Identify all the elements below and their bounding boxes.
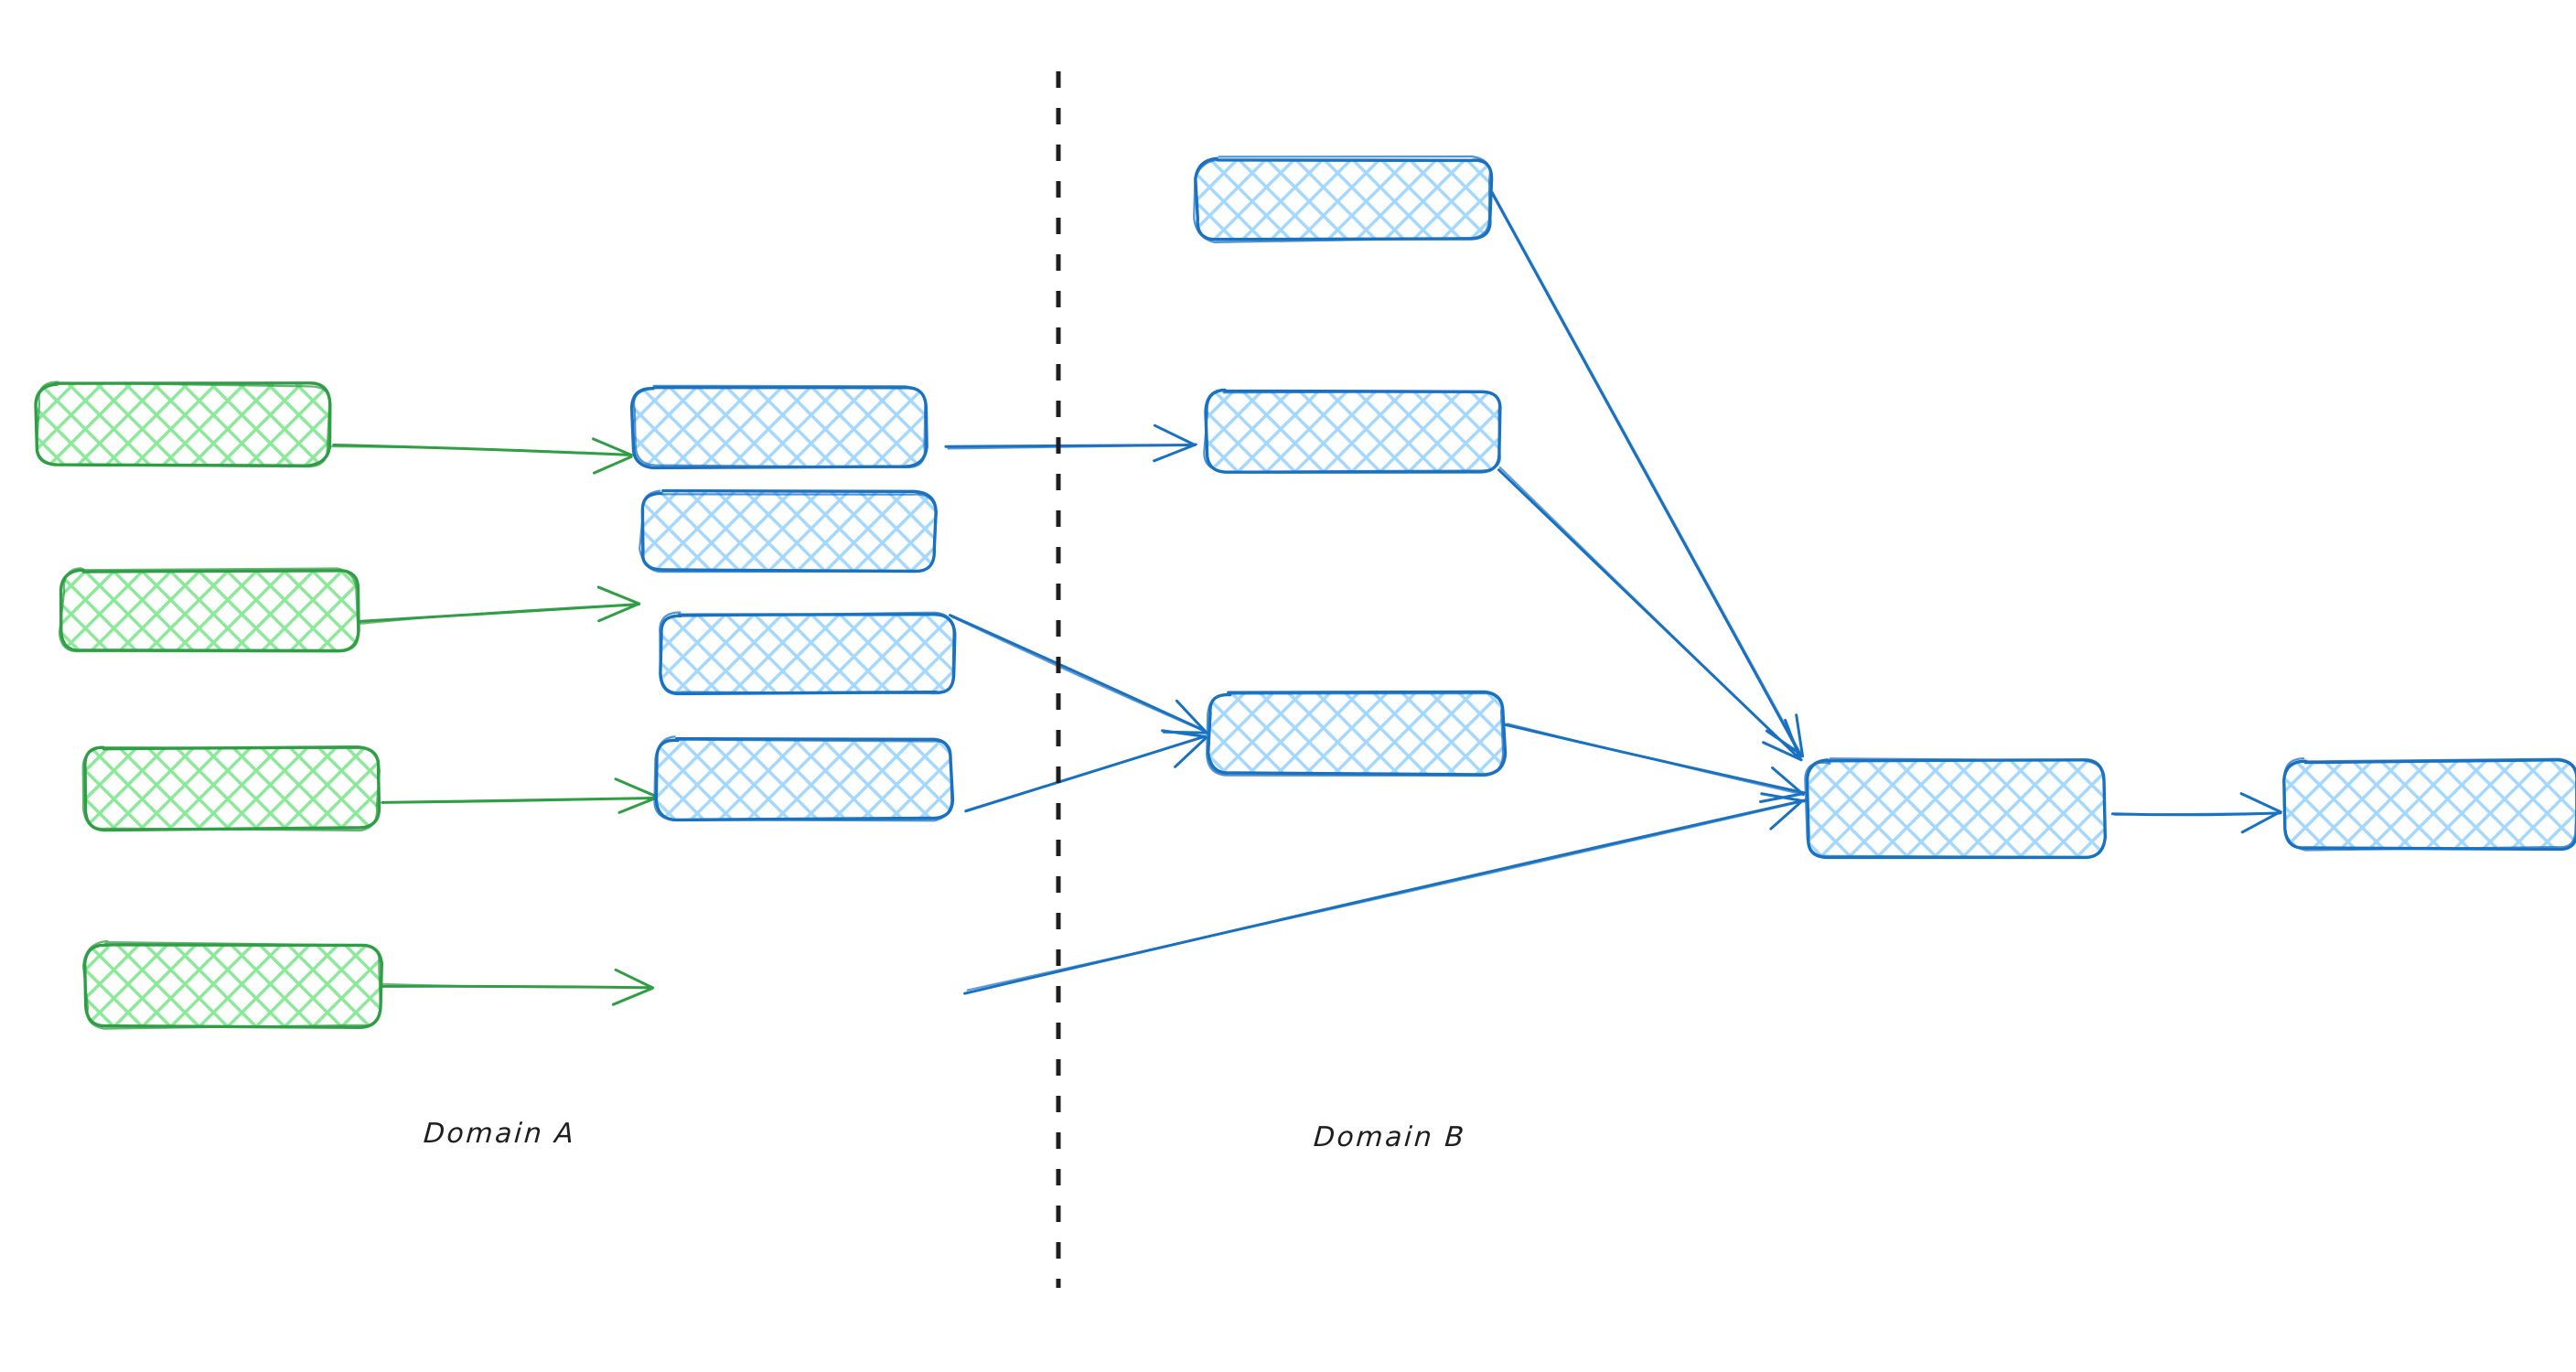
edge-line (357, 603, 641, 626)
edge-arrowhead (2240, 810, 2282, 834)
edge-line (966, 799, 1806, 991)
edge-arrowhead (1762, 741, 1803, 762)
node-fill-b2 (1206, 391, 1501, 473)
node-a2[interactable] (58, 567, 360, 653)
edge-line (963, 799, 1807, 995)
edge-line (381, 982, 654, 989)
edge-arrowhead (614, 777, 659, 799)
domain-a-label: Domain A (422, 1118, 577, 1150)
edge-arrowhead (1759, 792, 1806, 803)
edge-line (2113, 811, 2281, 816)
edge-arrowhead (1795, 713, 1805, 758)
node-m1[interactable] (629, 384, 928, 470)
edge-e-hub-out (2110, 792, 2282, 834)
edge-arrowhead (1153, 423, 1197, 447)
node-a4[interactable] (81, 939, 383, 1030)
edge-e-b2-hub (1497, 466, 1803, 762)
node-outline-a2 (58, 567, 360, 653)
edge-e-b1-hub (1490, 190, 1805, 758)
node-out[interactable] (2282, 757, 2576, 852)
node-outline-m3 (659, 611, 955, 695)
node-a1[interactable] (34, 381, 332, 468)
node-fill-hub (1807, 760, 2104, 857)
node-outline-a3 (81, 745, 381, 832)
node-fill-a4 (85, 943, 381, 1027)
node-outline-b3 (1206, 691, 1505, 777)
edge-line (1498, 466, 1800, 759)
node-fill-b1 (1197, 158, 1492, 240)
edge-arrowhead (617, 796, 658, 814)
edge-line (380, 796, 660, 804)
edge-arrowhead (1153, 443, 1197, 463)
node-fill-m4 (657, 738, 952, 820)
edge-arrowhead (1174, 736, 1208, 768)
edge-line (330, 445, 634, 456)
node-m3[interactable] (659, 611, 957, 696)
node-fill-a2 (62, 571, 360, 652)
node-fill-m1 (633, 387, 927, 468)
node-b3[interactable] (1206, 690, 1508, 777)
node-b1[interactable] (1193, 155, 1494, 243)
node-outline-b2 (1203, 388, 1501, 473)
node-fill-out (2284, 760, 2576, 850)
edge-e-a2-m2 (356, 585, 641, 626)
edge-line (1491, 190, 1804, 758)
node-fill-m3 (660, 614, 956, 694)
node-fill-b3 (1208, 692, 1505, 775)
node-fill-a1 (35, 383, 330, 466)
edge-arrowhead (592, 455, 633, 475)
nodes-layer (34, 155, 2576, 1030)
edges-layer (330, 190, 2282, 1006)
domain-b-label: Domain B (1312, 1121, 1467, 1153)
node-b2[interactable] (1203, 388, 1502, 474)
node-m4[interactable] (653, 735, 955, 822)
node-outline-hub (1804, 757, 2107, 859)
edge-e-a4-m4 (380, 968, 655, 1006)
edge-e-m4-hub (963, 792, 1807, 995)
node-outline-m1 (632, 384, 927, 469)
edge-arrowhead (596, 585, 639, 605)
edge-arrowhead (1161, 729, 1207, 738)
edge-e-m2-b3 (949, 614, 1208, 734)
edge-arrowhead (597, 602, 641, 623)
node-outline-a4 (81, 939, 381, 1030)
node-outline-b1 (1193, 155, 1491, 243)
edge-arrowhead (1771, 766, 1805, 796)
node-outline-m4 (653, 735, 953, 822)
edge-e-m1-b2 (944, 423, 1197, 463)
edge-arrowhead (2239, 792, 2282, 814)
edge-line (947, 444, 1197, 450)
edge-line (949, 614, 1207, 733)
edge-arrowhead (614, 968, 654, 990)
edge-arrowhead (1769, 799, 1805, 831)
edge-arrowhead (1784, 718, 1802, 761)
edge-line (964, 735, 1206, 812)
node-fill-a3 (83, 747, 381, 830)
edge-e-b3-hub (1504, 723, 1807, 803)
node-outline-m2 (639, 489, 938, 573)
edge-e-a3-m3 (380, 777, 660, 814)
node-m2[interactable] (639, 488, 938, 573)
edge-e-a1-m1 (330, 437, 634, 475)
edge-line (1506, 723, 1805, 796)
edge-line (950, 616, 1206, 733)
edge-arrowhead (611, 987, 654, 1006)
node-outline-a1 (36, 381, 331, 468)
node-hub[interactable] (1804, 757, 2107, 860)
edge-arrowhead (592, 437, 632, 456)
edge-e-m3-b3 (964, 729, 1208, 813)
edge-arrowhead (1175, 699, 1208, 734)
node-a3[interactable] (81, 745, 381, 832)
node-outline-out (2283, 757, 2576, 852)
node-fill-m2 (641, 491, 937, 572)
